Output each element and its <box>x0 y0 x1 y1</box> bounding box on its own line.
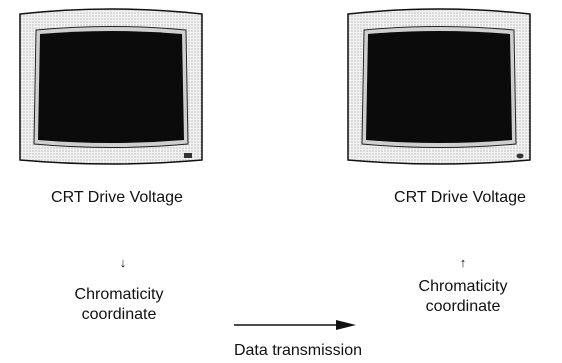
left-drive-voltage-label: CRT Drive Voltage <box>51 189 183 206</box>
right-chromaticity-label: Chromaticity coordinate <box>360 277 562 317</box>
left-chromaticity-label: Chromaticity coordinate <box>14 285 224 325</box>
left-coord-line2: coordinate <box>81 306 157 323</box>
arrow-down-icon: ↓ <box>119 255 127 270</box>
arrow-up-icon: ↑ <box>459 255 467 270</box>
left-crt-monitor-icon <box>14 6 208 170</box>
left-coord-line1: Chromaticity <box>74 286 164 303</box>
right-coord-line2: coordinate <box>425 298 501 315</box>
right-crt-monitor-icon <box>342 6 536 170</box>
right-coord-line1: Chromaticity <box>418 278 508 295</box>
data-transmission-label: Data transmission <box>233 342 363 359</box>
arrow-right-icon <box>234 320 356 330</box>
right-drive-voltage-label: CRT Drive Voltage <box>394 189 526 206</box>
